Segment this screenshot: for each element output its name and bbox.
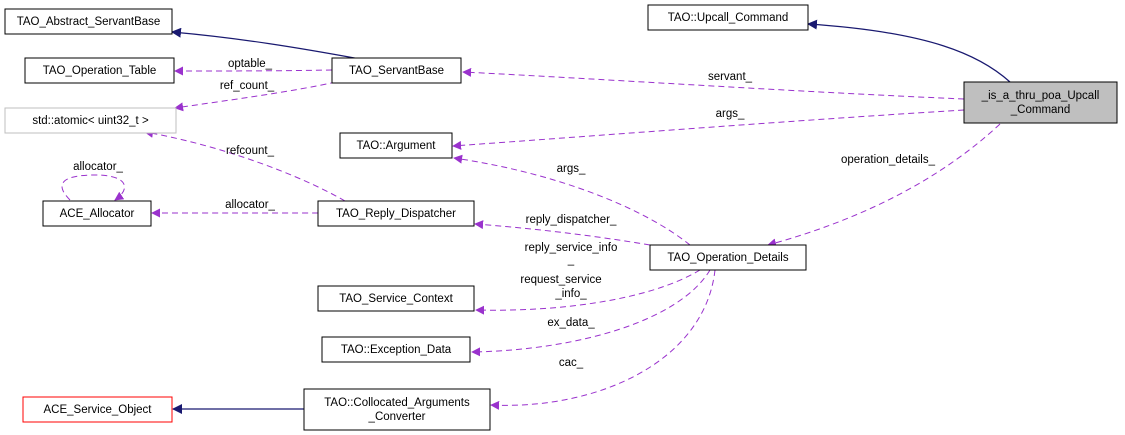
node-label-line2: _Command bbox=[1010, 104, 1070, 116]
node-label: std::atomic< uint32_t > bbox=[32, 115, 149, 127]
edge-operation-details bbox=[767, 123, 1001, 248]
edge-label-ex-data: ex_data_ bbox=[547, 317, 595, 329]
node-tao-service-context[interactable]: TAO_Service_Context bbox=[317, 285, 475, 312]
edge-ex-data bbox=[471, 269, 711, 357]
edge-args-focus bbox=[452, 109, 965, 150]
edge-label-args-details: args_ bbox=[557, 163, 586, 175]
node-label-line2: _Converter bbox=[368, 411, 426, 423]
node-std-atomic[interactable]: std::atomic< uint32_t > bbox=[4, 107, 177, 134]
node-tao-argument[interactable]: TAO::Argument bbox=[339, 132, 453, 159]
node-tao-operation-details[interactable]: TAO_Operation_Details bbox=[649, 244, 807, 271]
node-tao-operation-table[interactable]: TAO_Operation_Table bbox=[24, 57, 175, 84]
node-label: TAO_ServantBase bbox=[349, 65, 444, 77]
node-label: TAO_Operation_Table bbox=[43, 65, 157, 77]
edge-label-reply-dispatcher: reply_dispatcher_ bbox=[526, 214, 617, 226]
edge-label-reply-service-info-2: _ bbox=[567, 254, 575, 266]
edge-reply-dispatcher bbox=[474, 220, 651, 246]
node-label-line1: TAO::Collocated_Arguments bbox=[324, 397, 470, 409]
edge-label-cac: cac_ bbox=[559, 357, 584, 369]
node-tao-reply-dispatcher[interactable]: TAO_Reply_Dispatcher bbox=[317, 200, 475, 227]
node-tao-collocated-arguments-converter[interactable]: TAO::Collocated_Arguments _Converter bbox=[303, 388, 491, 431]
node-tao-upcall-command[interactable]: TAO::Upcall_Command bbox=[647, 4, 809, 31]
node-label: TAO_Operation_Details bbox=[667, 252, 788, 264]
node-tao-abstract-servantbase[interactable]: TAO_Abstract_ServantBase bbox=[4, 8, 173, 35]
node-label-line1: _is_a_thru_poa_Upcall bbox=[981, 90, 1100, 102]
edge-args-details bbox=[453, 154, 691, 246]
node-label: TAO::Argument bbox=[356, 140, 436, 152]
edge-optable bbox=[174, 66, 333, 76]
edge-service-context bbox=[475, 269, 701, 315]
edge-refcount bbox=[144, 128, 346, 202]
edge-label-optable: optable_ bbox=[228, 58, 273, 70]
inheritance-edge-servantbase-to-abstract bbox=[171, 27, 361, 60]
node-is-a-thru-poa-upcall-command[interactable]: _is_a_thru_poa_Upcall _Command bbox=[963, 81, 1118, 124]
edge-label-servant: servant_ bbox=[708, 71, 753, 83]
node-tao-exception-data[interactable]: TAO::Exception_Data bbox=[321, 336, 471, 363]
edge-ref-count bbox=[174, 81, 337, 112]
edge-label-refcount: refcount_ bbox=[226, 145, 275, 157]
node-label: ACE_Allocator bbox=[60, 208, 135, 220]
edge-label-request-service-info-2: _info_ bbox=[554, 288, 587, 300]
edge-servant bbox=[462, 67, 965, 100]
node-label: ACE_Service_Object bbox=[43, 404, 152, 416]
edge-label-operation-details: operation_details_ bbox=[841, 154, 936, 166]
node-ace-service-object[interactable]: ACE_Service_Object bbox=[22, 396, 173, 423]
edge-label-reply-service-info-1: reply_service_info bbox=[525, 242, 618, 254]
node-label: TAO_Service_Context bbox=[339, 293, 453, 305]
edge-label-args-focus: args_ bbox=[716, 108, 745, 120]
edge-label-request-service-info-1: request_service bbox=[520, 274, 601, 286]
node-label: TAO::Exception_Data bbox=[341, 344, 452, 356]
edge-label-ref-count: ref_count_ bbox=[220, 80, 275, 92]
edge-label-allocator-self: allocator_ bbox=[73, 161, 123, 173]
node-tao-servantbase[interactable]: TAO_ServantBase bbox=[331, 57, 462, 84]
node-label: TAO_Abstract_ServantBase bbox=[17, 16, 161, 28]
edge-label-allocator: allocator_ bbox=[225, 199, 275, 211]
edge-cac bbox=[490, 269, 716, 410]
edge-allocator-self bbox=[61, 174, 125, 201]
node-label: TAO_Reply_Dispatcher bbox=[336, 208, 456, 220]
inheritance-edge-is-a-to-upcall-command bbox=[807, 19, 1011, 83]
node-ace-allocator[interactable]: ACE_Allocator bbox=[42, 200, 152, 227]
node-label: TAO::Upcall_Command bbox=[668, 12, 789, 24]
